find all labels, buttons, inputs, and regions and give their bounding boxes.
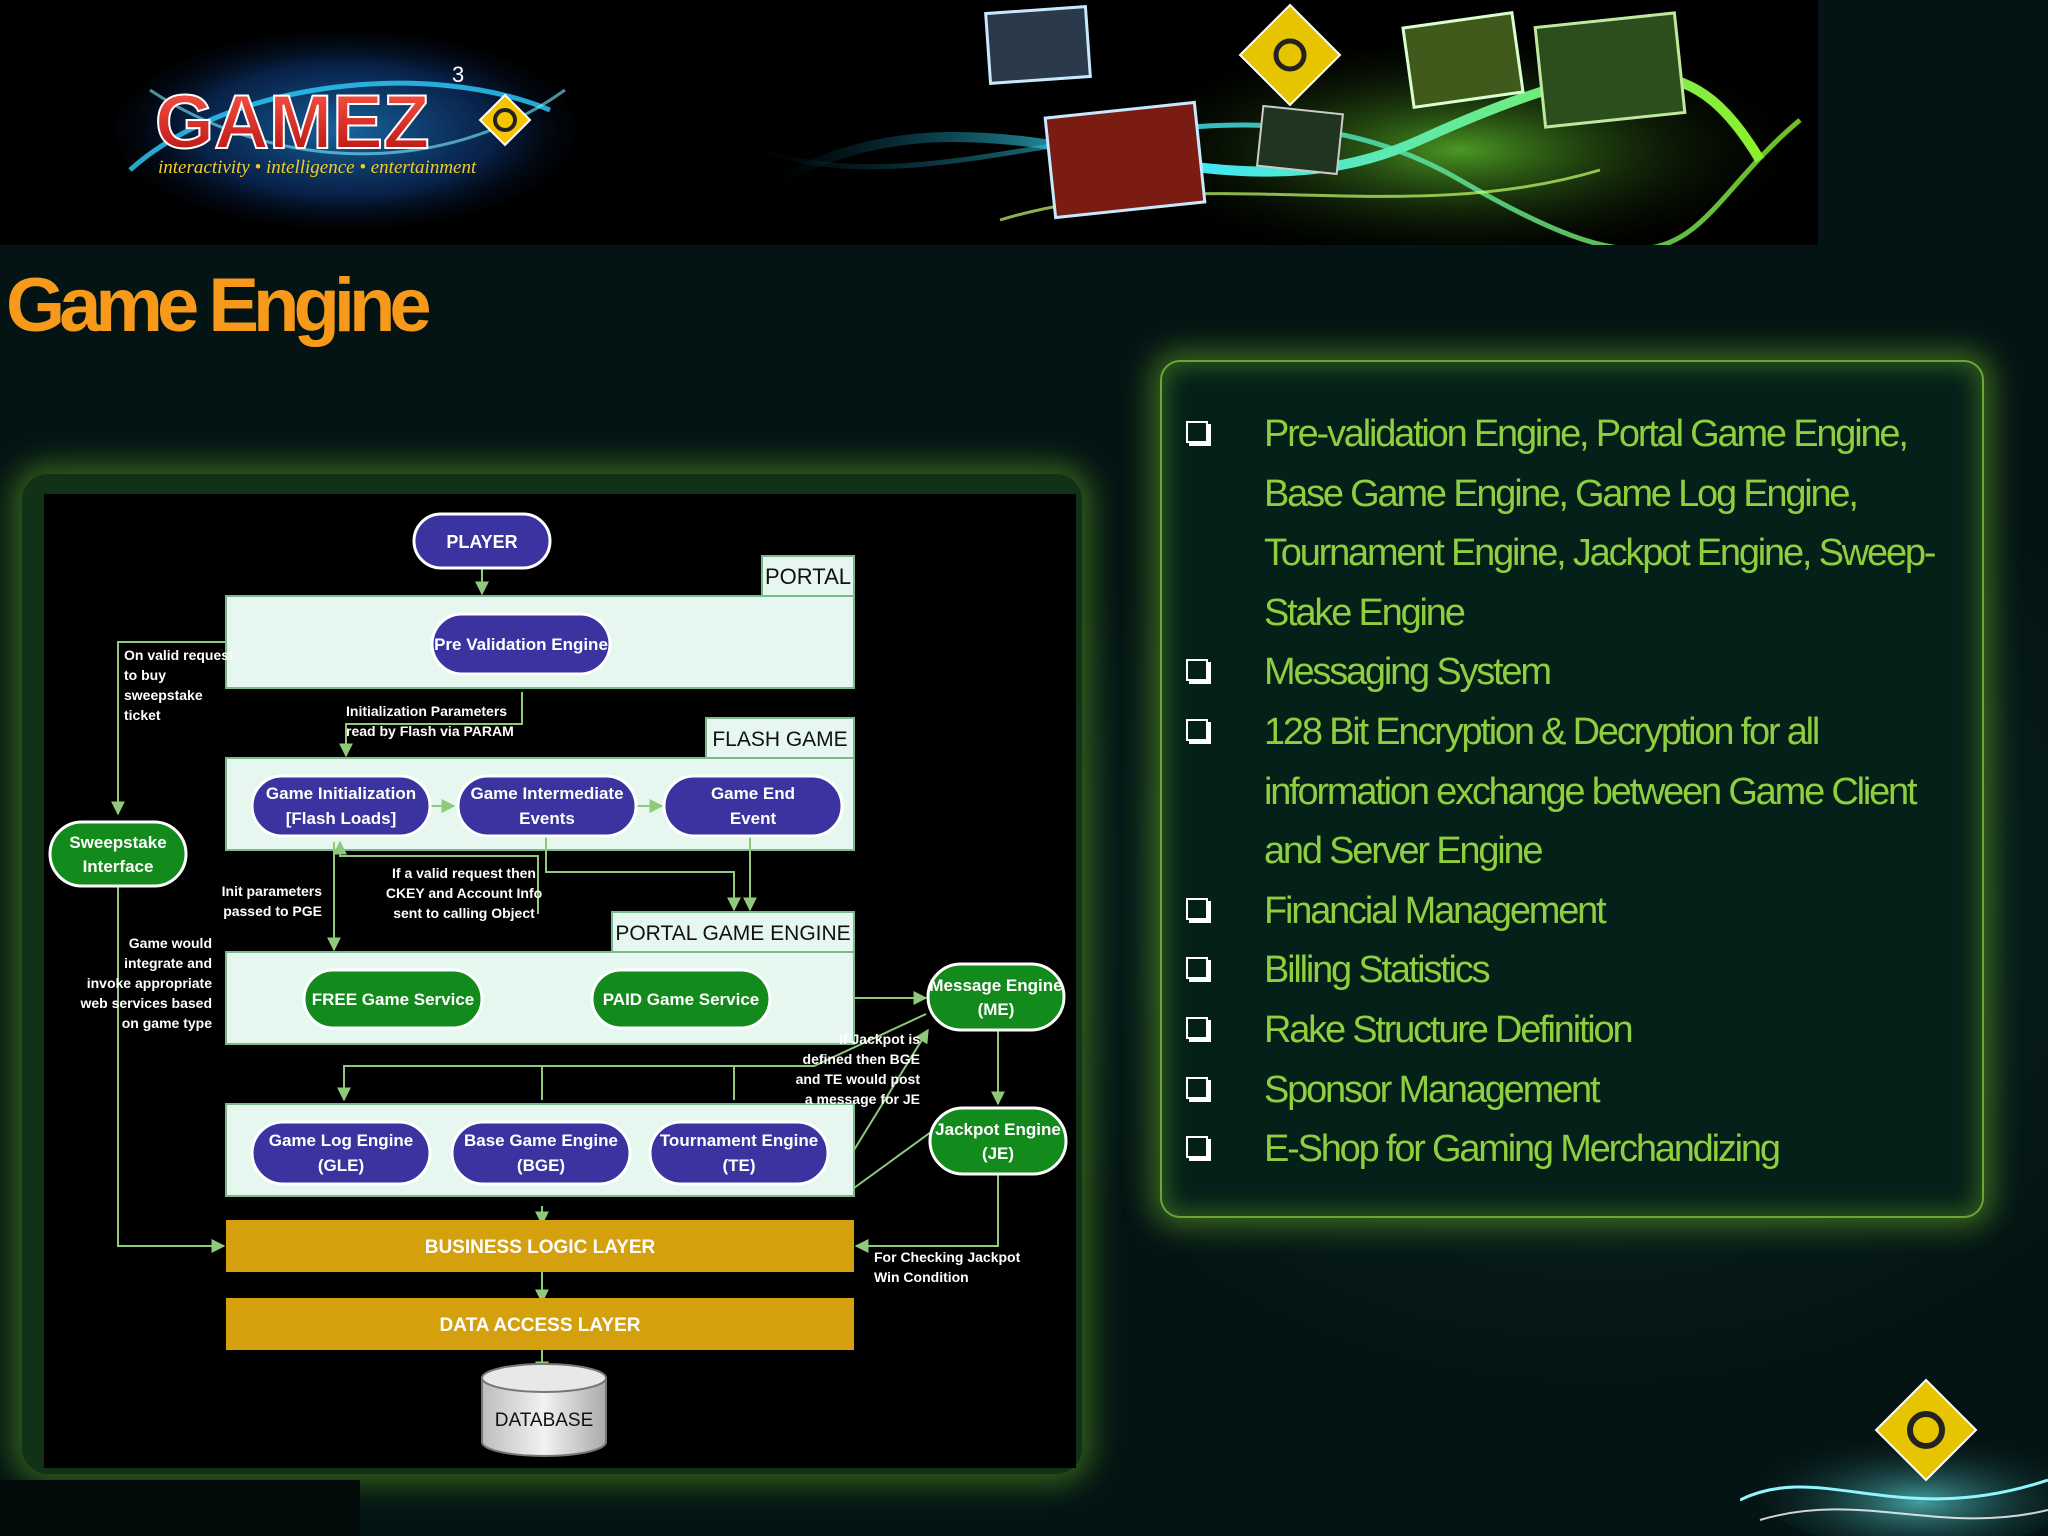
svg-text:Game End: Game End <box>711 784 795 803</box>
svg-text:web services based: web services based <box>79 995 212 1011</box>
game-intermediate-events-node <box>456 774 638 838</box>
svg-text:(ME): (ME) <box>978 1000 1015 1019</box>
svg-text:Base Game Engine: Base Game Engine <box>464 1131 618 1150</box>
svg-text:Interface: Interface <box>83 857 154 876</box>
tournament-engine-node <box>648 1120 830 1186</box>
logo-superscript: 3 <box>452 62 464 87</box>
sweepstake-interface-node <box>48 820 188 888</box>
list-item: 128 Bit Encryption & Decryption for all … <box>1186 703 1966 882</box>
footer-bar <box>0 1480 360 1536</box>
svg-text:Game Initialization: Game Initialization <box>266 784 416 803</box>
database-node: DATABASE <box>481 1363 607 1457</box>
svg-text:On valid request: On valid request <box>124 647 234 663</box>
svg-text:Game Intermediate: Game Intermediate <box>470 784 623 803</box>
list-item: Pre-validation Engine, Portal Game Engin… <box>1186 405 1966 643</box>
svg-text:and TE would post: and TE would post <box>796 1071 921 1087</box>
svg-text:(TE): (TE) <box>722 1156 755 1175</box>
logo-tagline: interactivity • intelligence • entertain… <box>158 157 477 178</box>
svg-text:CKEY and Account Info: CKEY and Account Info <box>386 885 542 901</box>
checkbox-bullet-icon <box>1186 421 1208 443</box>
svg-text:BUSINESS LOGIC LAYER: BUSINESS LOGIC LAYER <box>425 1237 656 1258</box>
svg-text:(JE): (JE) <box>982 1144 1014 1163</box>
checkbox-bullet-icon <box>1186 718 1208 741</box>
portal-label: PORTAL <box>765 564 851 589</box>
list-item: Billing Statistics <box>1186 941 1966 1001</box>
svg-text:Message Engine: Message Engine <box>929 976 1062 995</box>
game-engine-architecture-diagram: PORTAL FLASH GAME PORTAL GAME ENGINE <box>44 494 1076 1468</box>
svg-text:to buy: to buy <box>124 667 166 683</box>
svg-text:Game would: Game would <box>129 935 212 951</box>
svg-text:Win Condition: Win Condition <box>874 1269 969 1285</box>
free-game-service-node <box>302 968 484 1030</box>
svg-text:defined then BGE: defined then BGE <box>803 1051 920 1067</box>
player-node <box>412 512 552 570</box>
checkbox-bullet-icon <box>1186 1016 1208 1039</box>
business-logic-layer <box>226 1220 854 1272</box>
banner-artwork <box>759 3 1818 245</box>
list-item: Rake Structure Definition <box>1186 1001 1966 1061</box>
svg-text:Event: Event <box>730 809 777 828</box>
gamez-logo: GAMEZ 3 interactivity • intelligence • e… <box>115 30 575 230</box>
logo-text: GAMEZ <box>155 80 429 165</box>
list-item: Financial Management <box>1186 882 1966 942</box>
svg-text:Init parameters: Init parameters <box>222 883 323 899</box>
features-panel <box>1160 360 1984 1218</box>
message-engine-node <box>926 962 1066 1032</box>
svg-text:DATA ACCESS LAYER: DATA ACCESS LAYER <box>440 1315 641 1336</box>
svg-text:Tournament Engine: Tournament Engine <box>660 1131 818 1150</box>
svg-text:sent to calling Object: sent to calling Object <box>393 905 535 921</box>
header-banner: GAMEZ 3 interactivity • intelligence • e… <box>0 0 1818 245</box>
svg-text:read by Flash via PARAM: read by Flash via PARAM <box>346 723 514 739</box>
svg-text:sweepstake: sweepstake <box>124 687 203 703</box>
svg-text:Pre Validation Engine: Pre Validation Engine <box>434 635 608 654</box>
svg-text:Jackpot Engine: Jackpot Engine <box>935 1120 1061 1139</box>
svg-text:(BGE): (BGE) <box>517 1156 565 1175</box>
svg-text:passed to PGE: passed to PGE <box>223 903 322 919</box>
svg-text:For Checking Jackpot: For Checking Jackpot <box>874 1249 1021 1265</box>
flash-game-label: FLASH GAME <box>712 728 847 751</box>
svg-text:Game Log Engine: Game Log Engine <box>269 1131 414 1150</box>
svg-text:If a valid request then: If a valid request then <box>392 865 536 881</box>
data-access-layer <box>226 1298 854 1350</box>
features-list: Pre-validation Engine, Portal Game Engin… <box>1186 405 1966 1180</box>
paid-game-service-node <box>590 968 772 1030</box>
svg-text:ticket: ticket <box>124 707 161 723</box>
svg-text:[Flash Loads]: [Flash Loads] <box>286 809 397 828</box>
svg-text:invoke appropriate: invoke appropriate <box>87 975 212 991</box>
svg-text:Sweepstake: Sweepstake <box>69 833 166 852</box>
corner-logo-art <box>1740 1378 2048 1536</box>
list-item: E-Shop for Gaming Merchandizing <box>1186 1120 1966 1180</box>
jackpot-engine-node <box>928 1106 1068 1176</box>
list-item: Sponsor Management <box>1186 1061 1966 1121</box>
svg-text:If Jackpot is: If Jackpot is <box>839 1031 920 1047</box>
slide-title: Game Engine <box>6 263 432 348</box>
game-end-event-node <box>662 774 844 838</box>
checkbox-bullet-icon <box>1186 659 1208 682</box>
svg-text:integrate and: integrate and <box>124 955 212 971</box>
svg-text:Initialization Parameters: Initialization Parameters <box>346 703 507 719</box>
svg-text:FREE Game Service: FREE Game Service <box>312 990 475 1009</box>
svg-text:DATABASE: DATABASE <box>495 1410 594 1431</box>
svg-text:(GLE): (GLE) <box>318 1156 364 1175</box>
game-log-engine-node <box>250 1120 432 1186</box>
base-game-engine-node <box>450 1120 632 1186</box>
checkbox-bullet-icon <box>1186 1076 1208 1099</box>
checkbox-bullet-icon <box>1186 897 1208 920</box>
checkbox-bullet-icon <box>1186 1136 1208 1159</box>
game-initialization-node <box>250 774 432 838</box>
checkbox-bullet-icon <box>1186 957 1208 980</box>
svg-text:PLAYER: PLAYER <box>446 532 517 552</box>
pre-validation-engine-node <box>430 612 612 676</box>
svg-text:a message for JE: a message for JE <box>805 1091 920 1107</box>
svg-text:PAID Game Service: PAID Game Service <box>603 990 760 1009</box>
svg-text:Events: Events <box>519 809 575 828</box>
portal-game-engine-label: PORTAL GAME ENGINE <box>615 922 850 945</box>
svg-text:on game type: on game type <box>122 1015 212 1031</box>
list-item: Messaging System <box>1186 643 1966 703</box>
